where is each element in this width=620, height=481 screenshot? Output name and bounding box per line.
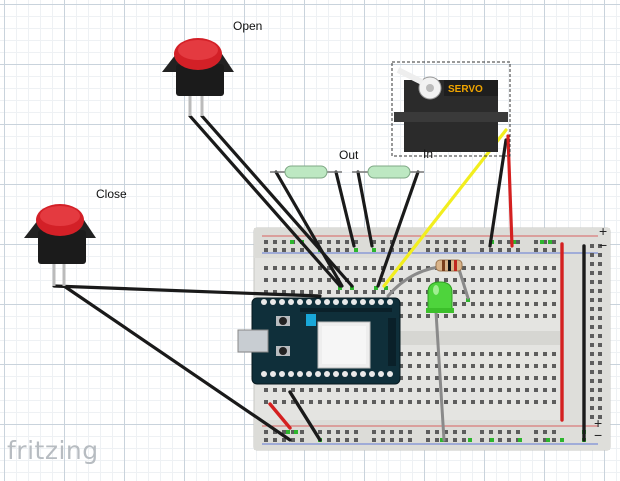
led-green <box>426 281 454 313</box>
rail-minus-bottom: − <box>594 427 602 443</box>
photon-pins <box>261 299 393 377</box>
fritzing-logo: fritzing <box>7 436 99 465</box>
resistor <box>435 259 463 272</box>
label-in: In <box>423 147 434 161</box>
photon-board <box>237 297 401 385</box>
reed-switch-out <box>270 165 342 179</box>
reed-switch-in <box>352 165 424 179</box>
label-open: Open <box>233 19 263 33</box>
button-close <box>24 204 96 286</box>
servo-label: SERVO <box>448 84 483 95</box>
rail-plus-top: + <box>599 223 607 239</box>
rail-minus-top: − <box>599 237 607 253</box>
servo-motor <box>391 61 511 157</box>
wires <box>52 114 586 442</box>
rail-plus-bottom: + <box>594 415 602 431</box>
label-close: Close <box>96 187 127 201</box>
button-open <box>162 38 234 116</box>
label-out: Out <box>339 148 359 162</box>
